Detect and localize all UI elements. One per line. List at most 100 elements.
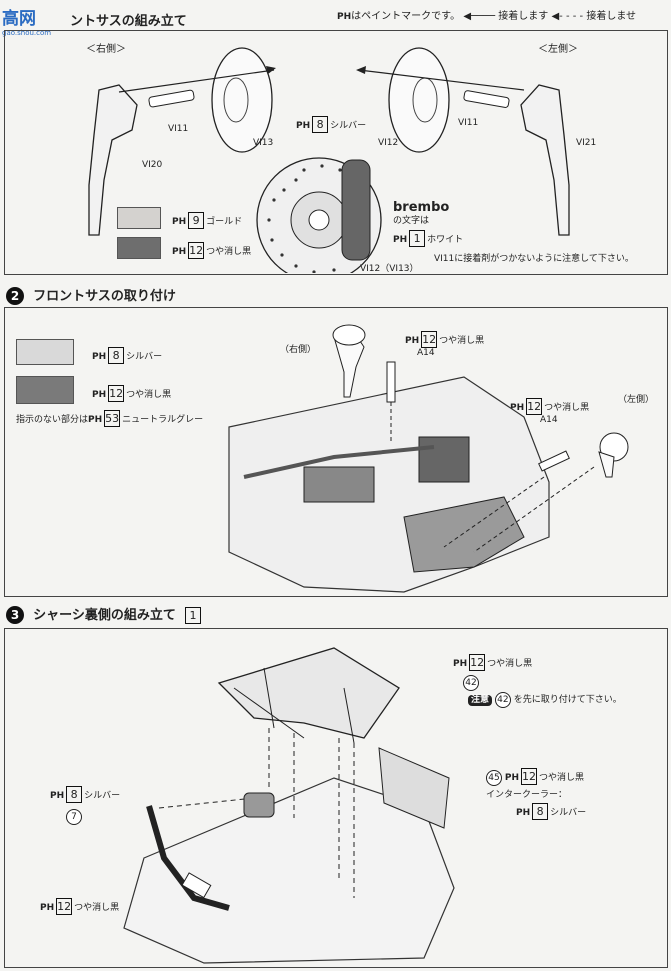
paint-mark-icon: PH <box>172 217 187 227</box>
section1-illustration <box>88 47 570 273</box>
transmission <box>303 466 375 503</box>
section3-header: 3 シャーシ裏側の組み立て 1 <box>6 604 201 624</box>
color-number-box: 8 <box>312 116 329 133</box>
swatch-black-dark <box>16 376 74 404</box>
label-vi21: VI21 <box>576 138 597 148</box>
engine-block <box>418 436 470 483</box>
label-vi11-left: VI11 <box>458 118 479 128</box>
disc-vi12 <box>388 47 450 153</box>
strut-left <box>598 451 615 478</box>
brembo-note-1: の文字は <box>393 216 430 226</box>
caution-text: を先に取り付けて下さい。 <box>513 695 622 705</box>
silver-label: シルバー <box>126 352 163 362</box>
step-number-2: 2 <box>6 287 24 305</box>
section2-header: 2 フロントサスの取り付け <box>6 285 176 305</box>
label-vi12: VI12 <box>378 138 399 148</box>
paint-mark-icon: PH <box>510 403 525 413</box>
gold-label: ゴールド <box>206 217 243 227</box>
chassis-underside <box>123 777 455 964</box>
caution-tag: 注意 <box>468 695 493 706</box>
watermark-logo: 高网 gao.shou.com <box>2 4 62 37</box>
label-vi20: VI20 <box>142 160 163 170</box>
paint-mark-icon: PH <box>504 773 520 783</box>
section1-legend: PHはペイントマークです。 ◀──── 接着します ◀- - - - 接着しませ <box>337 11 636 23</box>
exhaust-7 <box>146 805 230 911</box>
intercooler-label: インタークーラー： <box>486 790 568 800</box>
color-number-box: 8 <box>108 347 125 364</box>
color-number-box: 12 <box>421 331 438 348</box>
paint-mark-icon: PH <box>516 808 531 818</box>
bolt-vi11-right <box>148 89 195 108</box>
paint-mark-icon: PH <box>453 659 468 669</box>
section1-title: ントサスの組み立て <box>70 14 187 29</box>
neutral-grey-label: ニュートラルグレー <box>122 415 204 425</box>
black-label: つや消し黒 <box>439 336 485 346</box>
paint-mark-icon: PH <box>88 415 103 425</box>
knuckle-vi20-right <box>88 84 138 236</box>
swatch-gold <box>117 207 161 229</box>
color-number-box: 12 <box>469 654 486 671</box>
part-number-45: 45 <box>486 770 502 786</box>
section1-right-side-label: ＜右側＞ <box>86 44 126 55</box>
watermark-text: 高网 <box>2 9 36 29</box>
black-label: つや消し黒 <box>487 659 533 669</box>
step-number-3: 3 <box>6 606 24 624</box>
label-vi13: VI13 <box>253 138 274 148</box>
color-number-box: 12 <box>526 398 543 415</box>
crossmember-42 <box>217 647 400 739</box>
paint-mark-icon: PH <box>92 390 107 400</box>
color-number-box: 8 <box>66 786 83 803</box>
legend-glue-text: 接着します <box>498 11 549 22</box>
paint-mark-icon: PH <box>172 247 187 257</box>
section2-title: フロントサスの取り付け <box>33 289 176 304</box>
label-vi11-right: VI11 <box>168 124 189 134</box>
shock-a14-right <box>386 361 396 403</box>
intercooler-45 <box>378 747 450 829</box>
knuckle-vi21-left <box>520 84 570 236</box>
paint-mark-icon: PH <box>337 12 352 22</box>
watermark-url: gao.shou.com <box>2 29 52 37</box>
s2-right-side-label: （右側） <box>280 345 317 355</box>
color-number-box: 1 <box>409 230 426 247</box>
section2-frame <box>4 307 668 597</box>
section2-illustration <box>228 324 629 593</box>
color-number-box: 12 <box>188 242 205 259</box>
black-label: つや消し黒 <box>206 247 252 257</box>
wheel-well-floor <box>403 496 525 573</box>
color-number-box: 8 <box>532 803 549 820</box>
color-number-box: 9 <box>188 212 205 229</box>
section1-caution: VI11に接着剤がつかないように注意して下さい。 <box>434 254 634 264</box>
swatch-silver <box>16 339 74 365</box>
black-label: つや消し黒 <box>544 403 590 413</box>
muffler <box>243 792 275 818</box>
arrow-solid-icon: ◀──── <box>463 11 496 22</box>
subassembly-box: 1 <box>184 607 201 624</box>
part-number-7: 7 <box>66 809 82 825</box>
brake-caliper <box>341 159 371 261</box>
paint-mark-icon: PH <box>40 903 55 913</box>
paint-mark-icon: PH <box>92 352 107 362</box>
black-label: つや消し黒 <box>74 903 120 913</box>
section3-title: シャーシ裏側の組み立て <box>33 608 176 623</box>
black-label: つや消し黒 <box>126 390 172 400</box>
white-label: ホワイト <box>427 235 464 245</box>
part-number-42-ref: 42 <box>494 692 511 708</box>
silver-label: シルバー <box>550 808 587 818</box>
paint-mark-icon: PH <box>405 336 420 346</box>
section1-left-side-label: ＜左側＞ <box>538 44 578 55</box>
paint-mark-icon: PH <box>50 791 65 801</box>
section3-frame <box>4 628 668 968</box>
silver-label: シルバー <box>330 121 367 131</box>
s2-left-side-label: （左側） <box>618 395 655 405</box>
